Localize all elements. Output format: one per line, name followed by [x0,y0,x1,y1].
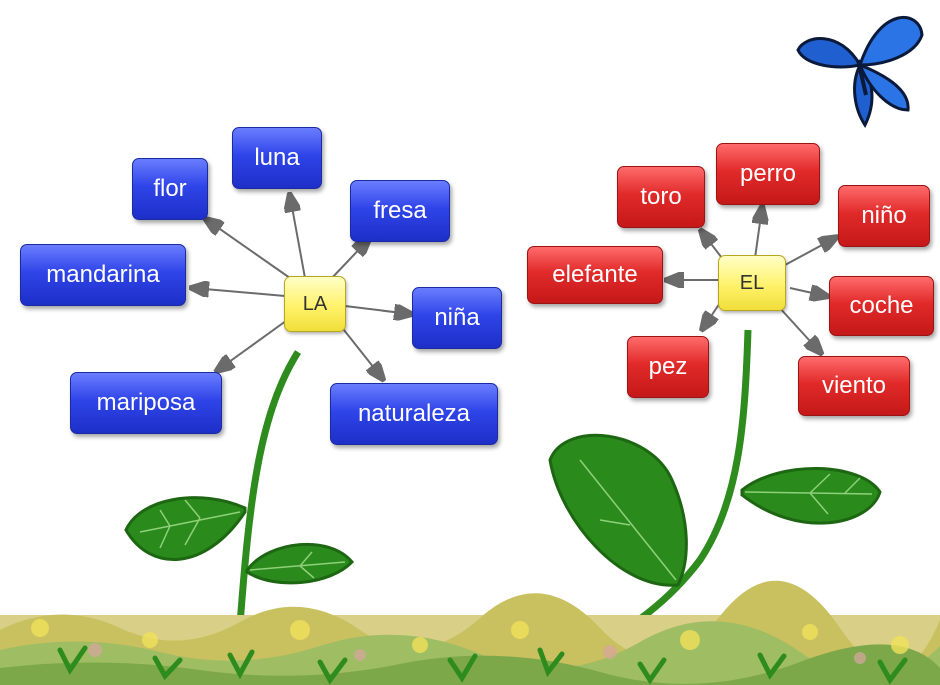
right-arrows [668,208,835,352]
grass-ground [0,580,940,685]
word-box-nino: niño [838,185,930,247]
word-box-mariposa: mariposa [70,372,222,434]
word-box-nina: niña [412,287,502,349]
word-box-naturaleza: naturaleza [330,383,498,445]
word-box-pez: pez [627,336,709,398]
word-box-luna: luna [232,127,322,189]
left-arrows [193,196,410,378]
word-box-elefante: elefante [527,246,663,304]
word-box-fresa: fresa [350,180,450,242]
word-box-viento: viento [798,356,910,416]
left-plant [124,350,355,651]
word-box-coche: coche [829,276,934,336]
right-plant [548,329,882,654]
word-box-perro: perro [716,143,820,205]
word-box-toro: toro [617,166,705,228]
article-hub-la: LA [284,276,346,332]
article-hub-el: EL [718,255,786,311]
butterfly-icon [796,15,924,128]
word-box-flor: flor [132,158,208,220]
word-box-mandarina: mandarina [20,244,186,306]
